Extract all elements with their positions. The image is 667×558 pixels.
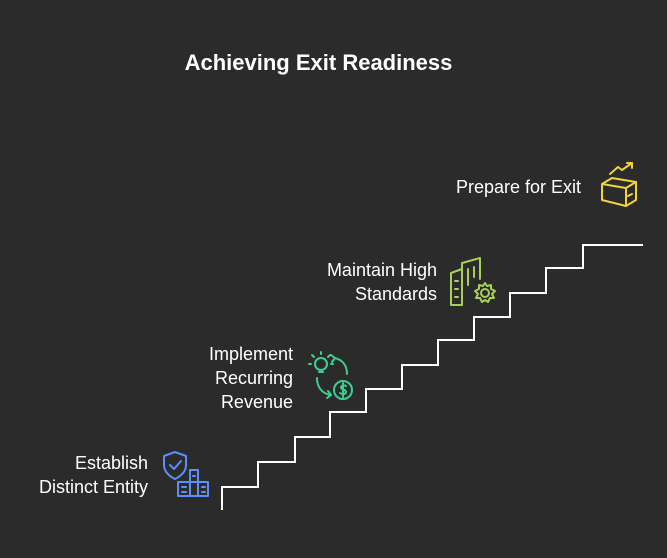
step-label-high-standards: Maintain High Standards	[326, 260, 437, 304]
idea-money-cycle-icon	[308, 351, 353, 400]
shield-building-icon	[163, 451, 209, 497]
step-label-recurring-revenue: Implement Recurring Revenue	[208, 344, 293, 412]
growth-box-icon	[601, 162, 637, 207]
building-gear-icon	[450, 257, 496, 306]
diagram-title: Achieving Exit Readiness	[184, 50, 453, 75]
step-label-establish-entity: Establish Distinct Entity	[38, 453, 148, 497]
staircase-line	[221, 244, 643, 510]
step-label-prepare-exit: Prepare for Exit	[455, 177, 581, 197]
